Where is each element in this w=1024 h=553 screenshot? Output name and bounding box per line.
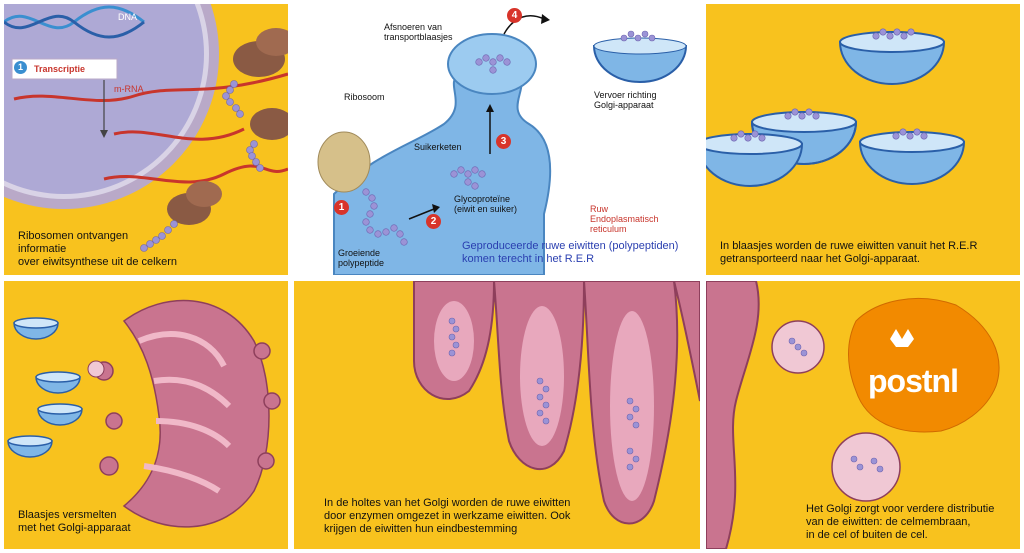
crown-icon — [890, 329, 914, 347]
postnl-logo: postnl — [868, 363, 959, 399]
panel-distribution: postnl Het Golgi zorgt voor verdere dist… — [706, 281, 1020, 549]
glycoprotein-label: Glycoproteïne (eiwit en suiker) — [454, 194, 518, 214]
panel-5-caption: In de holtes van het Golgi worden de ruw… — [324, 497, 571, 535]
vesicle-pinch-label: Afsnoeren van transportblaasjes — [384, 22, 453, 42]
panel-vesicle-transport: In blaasjes worden de ruwe eiwitten vanu… — [706, 4, 1020, 275]
panel-4-caption: Blaasjes versmelten met het Golgi-appara… — [18, 509, 131, 534]
mrna-label: m-RNA — [114, 84, 144, 94]
panel-6-caption: Het Golgi zorgt voor verdere distributie… — [806, 503, 995, 541]
step-1-badge: 1 — [14, 61, 27, 74]
panel-2-caption: Geproduceerde ruwe eiwitten (polypeptide… — [462, 240, 679, 265]
step-2-badge: 2 — [426, 214, 441, 229]
rer-label: Ruw Endoplasmatisch reticulum — [590, 204, 659, 234]
growing-polypeptide-label: Groeiende polypeptide — [338, 248, 385, 268]
panel-golgi-processing: In de holtes van het Golgi worden de ruw… — [294, 281, 700, 549]
transcription-label: Transcriptie — [34, 64, 86, 74]
step-4-badge: 4 — [507, 8, 522, 23]
ribosome-label: Ribosoom — [344, 92, 385, 102]
panel-transcription: DNA 1 Transcriptie m-RNA Ribosomen ontva… — [4, 4, 288, 275]
transcription-illustration — [4, 4, 288, 252]
dna-label: DNA — [118, 12, 138, 22]
distribution-illustration — [706, 281, 1000, 549]
panel-rer: Ribosoom Afsnoeren van transportblaasjes… — [294, 4, 700, 275]
panel-3-caption: In blaasjes worden de ruwe eiwitten vanu… — [720, 240, 978, 265]
step-3-badge: 3 — [496, 134, 511, 149]
panel-1-caption: Ribosomen ontvangen informatie over eiwi… — [18, 230, 177, 268]
golgi-fusion-illustration — [7, 299, 281, 528]
step-1-badge: 1 — [334, 200, 349, 215]
panel-vesicle-fusion: Blaasjes versmelten met het Golgi-appara… — [4, 281, 288, 549]
transport-label: Vervoer richting Golgi-apparaat — [594, 90, 657, 110]
vesicles-illustration — [706, 28, 966, 187]
sugar-chains-label: Suikerketen — [414, 142, 462, 152]
golgi-cisternae-illustration — [413, 281, 700, 525]
